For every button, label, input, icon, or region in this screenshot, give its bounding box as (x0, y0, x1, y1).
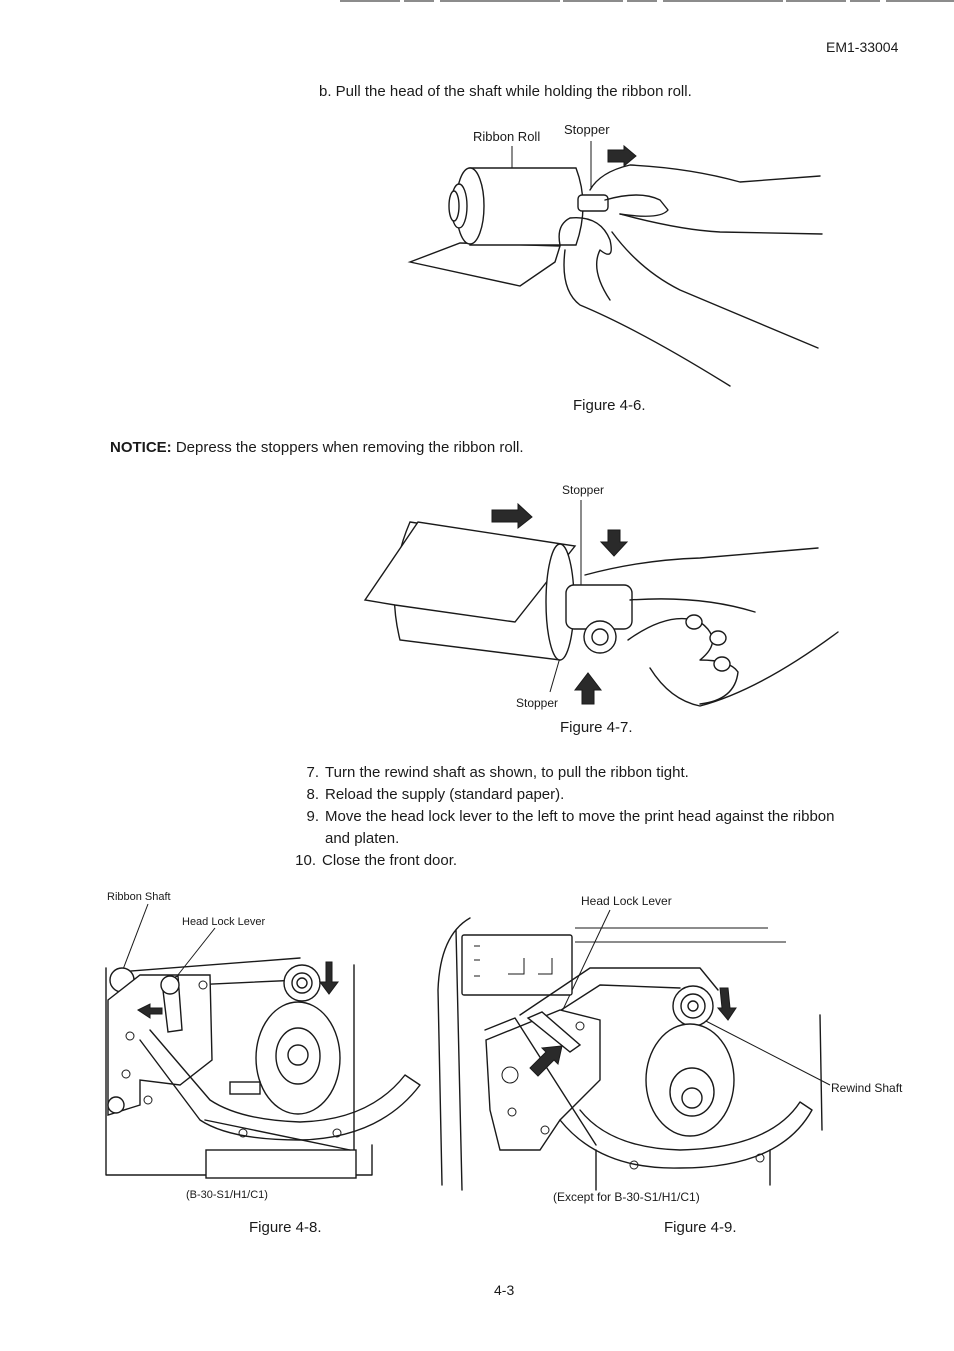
figure-4-7-illustration (363, 500, 839, 707)
header-rule (340, 0, 954, 2)
figure-4-6-illustration (407, 141, 823, 387)
fig49-model-note: (Except for B-30-S1/H1/C1) (553, 1190, 700, 1204)
fig46-caption: Figure 4-6. (573, 397, 646, 414)
fig48-caption: Figure 4-8. (249, 1219, 322, 1236)
fig49-caption: Figure 4-9. (664, 1219, 737, 1236)
notice-label: NOTICE: (110, 439, 172, 456)
step-9-number: 9. (306, 808, 319, 825)
figure-4-8-illustration (105, 903, 421, 1179)
step-8-text: Reload the supply (standard paper). (325, 786, 565, 803)
fig48-label-ribbon-shaft: Ribbon Shaft (107, 891, 171, 903)
step-8: 8. Reload the supply (standard paper). (306, 784, 565, 806)
fig46-label-ribbon-roll: Ribbon Roll (473, 129, 541, 144)
notice: NOTICE: Depress the stoppers when removi… (110, 438, 524, 458)
fig48-model-note: (B-30-S1/H1/C1) (186, 1189, 268, 1201)
step-7-text: Turn the rewind shaft as shown, to pull … (325, 764, 689, 781)
fig49-label-rewind-shaft: Rewind Shaft (831, 1081, 903, 1095)
fig47-label-stopper-bottom: Stopper (516, 696, 559, 710)
notice-text: Depress the stoppers when removing the r… (175, 439, 524, 456)
step-b-text: b. Pull the head of the shaft while hold… (319, 83, 692, 100)
figure-4-9-illustration (437, 909, 831, 1191)
step-10-text: Close the front door. (322, 852, 458, 869)
document-id: EM1-33004 (826, 39, 899, 55)
step-8-number: 8. (306, 786, 319, 803)
fig47-label-stopper-top: Stopper (562, 483, 605, 497)
fig49-label-head-lock-lever: Head Lock Lever (581, 894, 672, 908)
step-7: 7. Turn the rewind shaft as shown, to pu… (306, 762, 689, 784)
fig47-caption: Figure 4-7. (560, 719, 633, 736)
fig48-label-head-lock-lever: Head Lock Lever (182, 916, 266, 928)
step-9: 9. Move the head lock lever to the left … (306, 806, 925, 850)
step-9-text: Move the head lock lever to the left to … (325, 808, 835, 825)
step-7-number: 7. (306, 764, 319, 781)
page-number: 4-3 (494, 1282, 515, 1298)
step-10: 10. Close the front door. (295, 850, 458, 872)
fig46-label-stopper: Stopper (564, 122, 610, 137)
step-9-text-continued: and platen. (325, 830, 400, 847)
step-10-number: 10. (295, 852, 316, 869)
